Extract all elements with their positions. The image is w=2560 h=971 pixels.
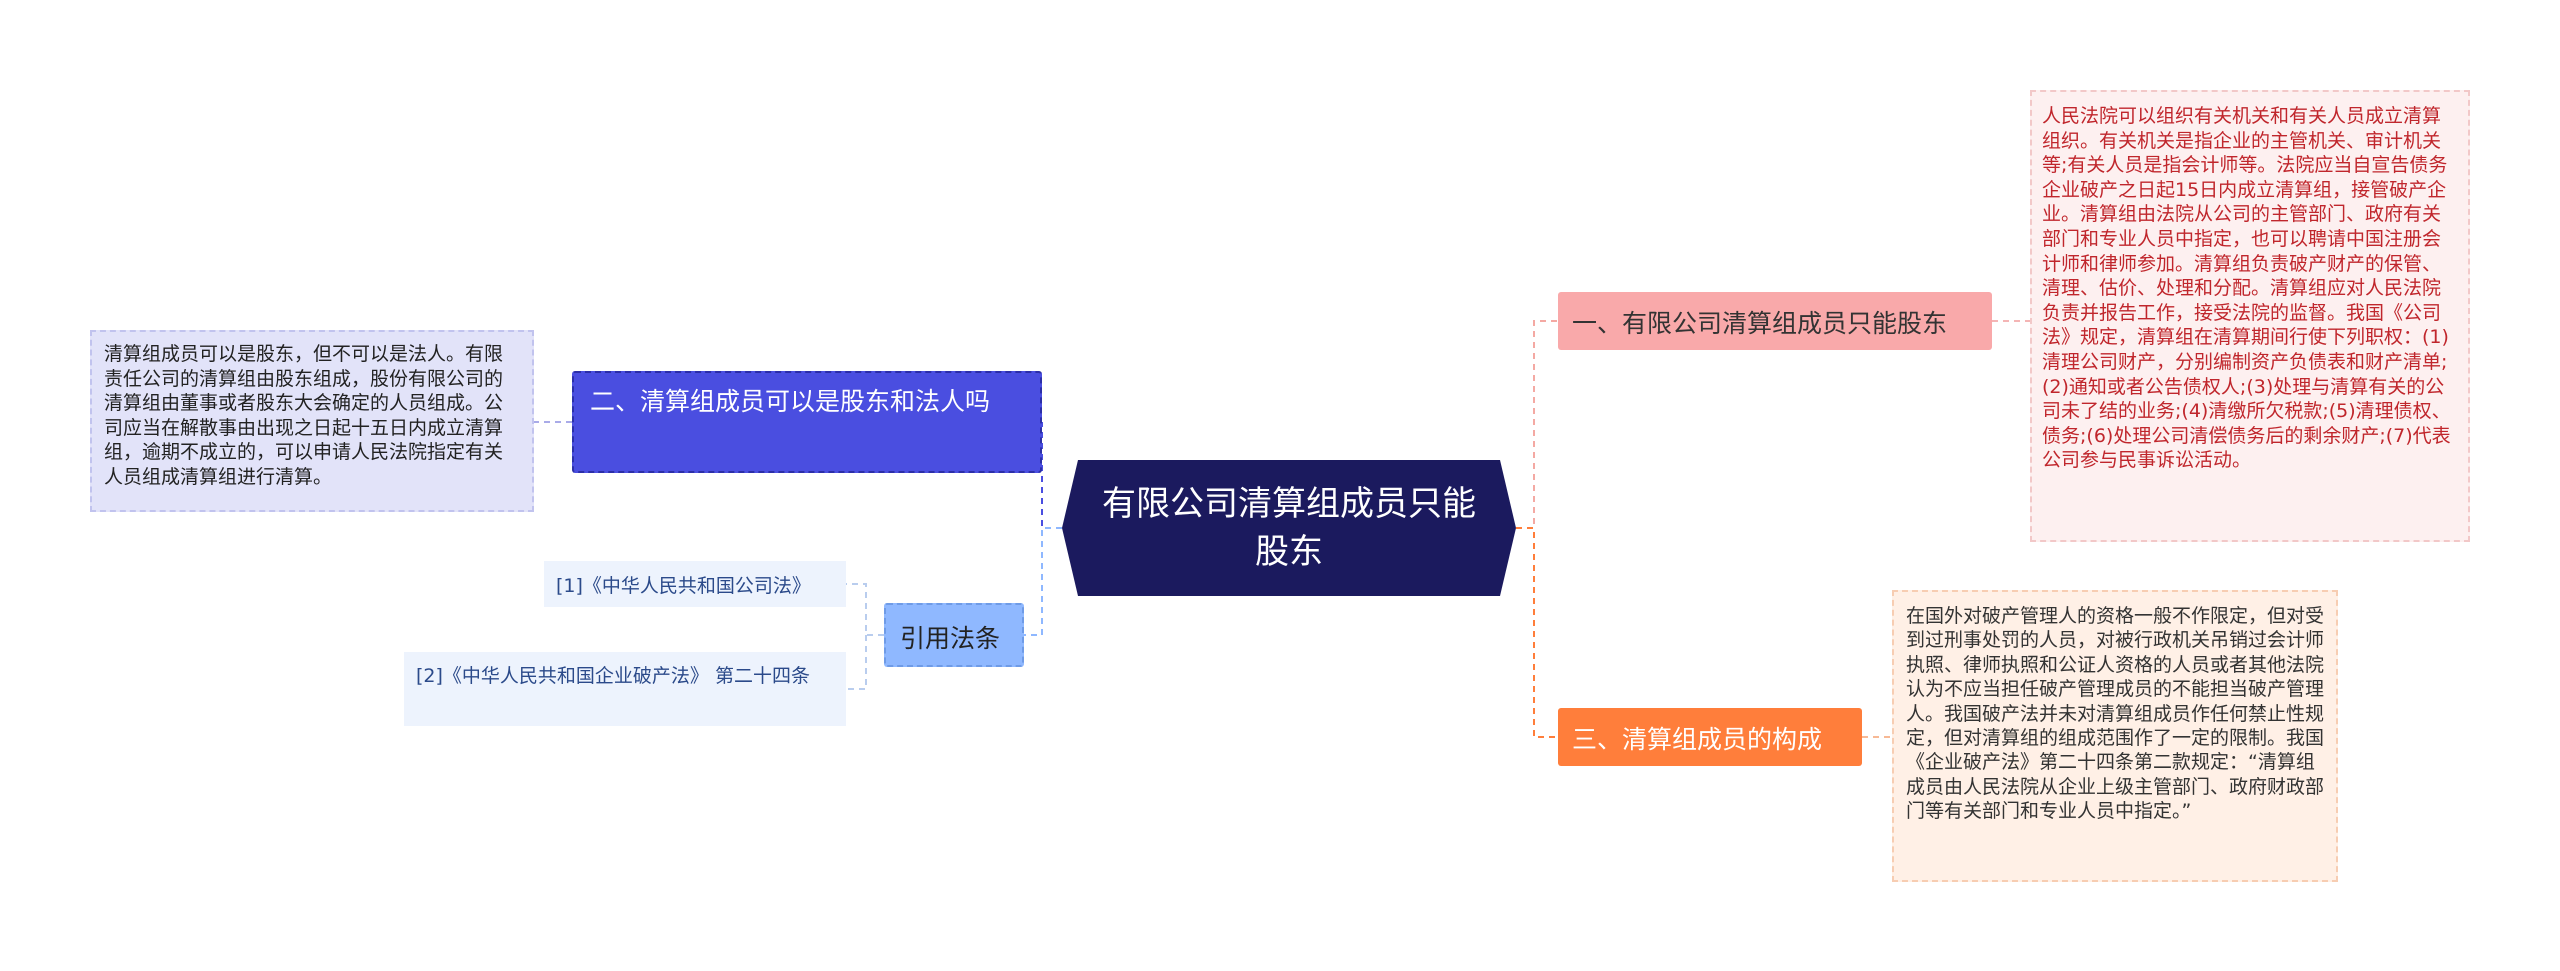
- link-center-b1: [1516, 320, 1558, 529]
- central-topic-label: 有限公司清算组成员只能股东: [1102, 484, 1476, 572]
- central-topic[interactable]: 有限公司清算组成员只能股东: [1062, 460, 1516, 596]
- link-center-cite: [1024, 527, 1062, 636]
- branch-1-detail: 人民法院可以组织有关机关和有关人员成立清算组织。有关机关是指企业的主管机关、审计…: [2030, 90, 2470, 542]
- link-center-b2: [1041, 422, 1062, 529]
- branch-1-label: 一、有限公司清算组成员只能股东: [1572, 309, 1948, 338]
- branch-2-detail: 清算组成员可以是股东，但不可以是法人。有限责任公司的清算组由股东组成，股份有限公…: [90, 330, 534, 512]
- citation-item-1[interactable]: [1]《中华人民共和国公司法》: [544, 561, 846, 607]
- link-center-b3: [1516, 527, 1558, 738]
- branch-2-node[interactable]: 二、清算组成员可以是股东和法人吗: [572, 371, 1042, 473]
- branch-1-node[interactable]: 一、有限公司清算组成员只能股东: [1558, 292, 1992, 350]
- branch-2-label: 二、清算组成员可以是股东和法人吗: [590, 387, 991, 416]
- branch-3-node[interactable]: 三、清算组成员的构成: [1558, 708, 1862, 766]
- link-cite-items: [846, 583, 884, 690]
- citations-node[interactable]: 引用法条: [884, 603, 1024, 667]
- branch-3-label: 三、清算组成员的构成: [1572, 725, 1823, 754]
- branch-3-detail: 在国外对破产管理人的资格一般不作限定，但对受到过刑事处罚的人员，对被行政机关吊销…: [1892, 590, 2338, 882]
- citation-item-2[interactable]: [2]《中华人民共和国企业破产法》 第二十四条: [404, 652, 846, 726]
- citations-label: 引用法条: [900, 624, 1001, 653]
